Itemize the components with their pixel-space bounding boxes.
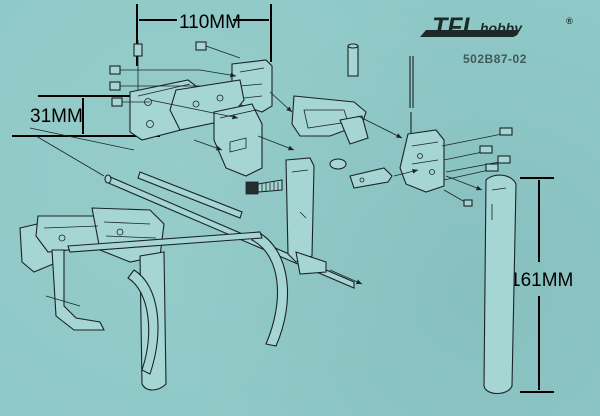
brand-hobby: hobby [480, 20, 523, 36]
bolt-head [245, 181, 259, 195]
brand-tfl: TFL [432, 13, 478, 41]
brand-registered: ® [566, 16, 573, 26]
dim-161-label: 161MM [510, 270, 573, 291]
screw-head [195, 41, 207, 51]
guide-arrow [329, 269, 363, 285]
dimension-161mm: 161MM [510, 177, 573, 393]
mount-screws-left [109, 40, 241, 107]
nut [463, 199, 473, 207]
guide-arrow [269, 91, 293, 113]
assembled-skeg [127, 269, 159, 375]
guide-arrow [257, 135, 295, 151]
rudder-bracket-right [399, 129, 445, 193]
screw-head [485, 163, 499, 172]
brand-logo: TFL hobby ® 502B87-02 [420, 13, 573, 66]
guide-arrow [199, 69, 237, 78]
screw-head [109, 65, 121, 75]
part-number: 502B87-02 [463, 52, 527, 66]
mount-hole [146, 120, 154, 128]
swing-bracket [213, 103, 263, 177]
pivot-pins [347, 43, 414, 136]
servo-horn [329, 158, 393, 189]
bracket-slot [229, 137, 247, 153]
dim-31-label: 31MM [30, 106, 83, 127]
guide-arrow [393, 169, 419, 177]
screw-head [499, 127, 513, 136]
tiller-arm [291, 95, 369, 145]
guide-arrow [193, 139, 223, 151]
rudder-post [285, 157, 327, 275]
guide-arrow [149, 99, 239, 120]
guide-arrow [357, 115, 403, 139]
logo-swoosh [420, 30, 520, 37]
screw-head [111, 97, 123, 107]
long-bolt [245, 179, 283, 195]
bushing [347, 45, 359, 77]
guide-arrow [445, 175, 483, 191]
washer [329, 158, 347, 170]
screw-head [479, 145, 493, 154]
rudder-blade [483, 174, 517, 395]
assembled-rudder-unit [19, 207, 263, 391]
pushrod [104, 171, 355, 289]
screw-head [497, 155, 511, 164]
curved-skeg [251, 231, 289, 347]
right-screws [441, 127, 513, 207]
screw-head-vertical [133, 43, 143, 57]
assembly-guide-lines [29, 69, 483, 285]
dim-110-label: 110MM [179, 12, 241, 33]
screw-head [109, 81, 121, 91]
dimension-110mm: 110MM [136, 4, 272, 66]
